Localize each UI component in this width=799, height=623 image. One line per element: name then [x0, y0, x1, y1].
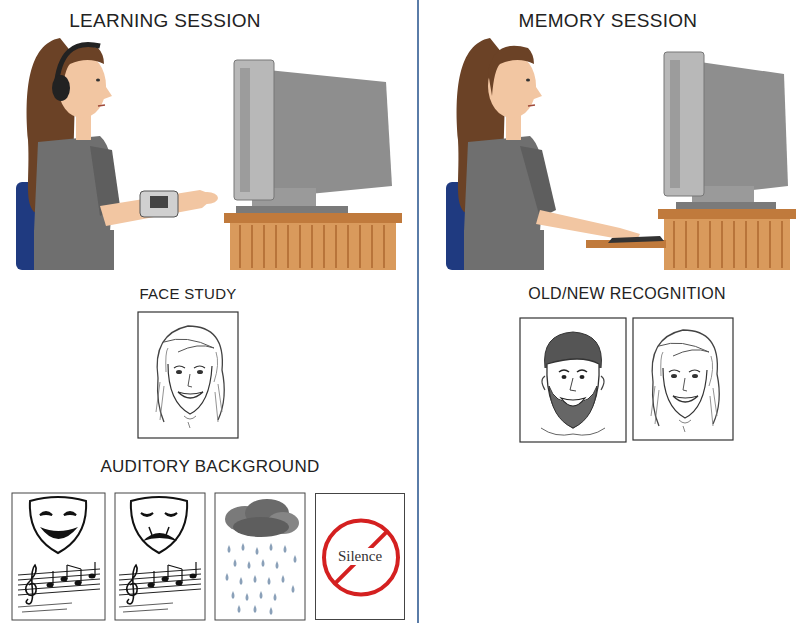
rain-icon — [270, 543, 273, 551]
learning-scene — [140, 191, 178, 217]
rain-icon — [233, 517, 289, 537]
panel-heading: MEMORY SESSION — [519, 10, 698, 32]
memory-scene — [658, 209, 796, 219]
sad-music-icon — [115, 493, 205, 620]
happy-music-icon — [30, 497, 86, 553]
happy-music-icon — [18, 562, 100, 612]
happy-music-icon — [40, 527, 78, 539]
rain-icon — [254, 575, 257, 583]
rain-icon — [268, 577, 271, 585]
rain-icon — [284, 545, 287, 553]
rain-icon — [270, 607, 273, 615]
learning-scene — [34, 230, 114, 270]
rain-icon — [262, 559, 265, 567]
no-sign-ring — [324, 521, 398, 595]
rain-icon — [292, 585, 295, 593]
learning-scene — [224, 213, 402, 223]
rain-icon — [226, 543, 297, 615]
rain-icon — [246, 593, 249, 601]
figure-illustration — [541, 332, 605, 435]
memory-scene — [670, 60, 680, 188]
learning-scene — [240, 225, 384, 268]
rain-icon — [248, 561, 251, 569]
memory-scene — [446, 38, 796, 270]
memory-scene — [520, 146, 556, 218]
memory-scene — [536, 210, 640, 242]
learning-scene — [196, 192, 218, 204]
memory-scene — [457, 38, 543, 232]
rain-icon — [276, 561, 279, 569]
section-label: AUDITORY BACKGROUND — [100, 457, 319, 477]
section-label: OLD/NEW RECOGNITION — [528, 285, 726, 303]
rain-icon — [228, 545, 231, 553]
learning-scene — [236, 206, 348, 214]
node-text: Silence — [336, 548, 384, 565]
memory-scene — [464, 230, 544, 270]
rain-icon — [232, 591, 235, 599]
rain-icon — [234, 559, 237, 567]
sad-music-icon — [115, 493, 205, 620]
rain-icon — [282, 575, 285, 583]
sad-music-icon — [131, 497, 187, 553]
learning-scene — [52, 75, 70, 101]
memory-scene — [664, 52, 704, 196]
rain-icon — [274, 593, 277, 601]
memory-scene — [676, 202, 776, 210]
rain-icon — [238, 605, 241, 613]
rain-icon — [260, 591, 263, 599]
rain-icon — [256, 547, 259, 555]
rain-icon — [215, 493, 305, 620]
sad-music-icon — [119, 562, 201, 612]
face-frame — [520, 318, 626, 442]
learning-scene — [240, 68, 250, 192]
silence-box: Silence — [315, 493, 405, 620]
learning-scene — [230, 223, 396, 270]
learning-scene — [150, 196, 168, 208]
memory-scene — [674, 221, 782, 268]
panel-heading: LEARNING SESSION — [69, 10, 261, 32]
learning-scene — [16, 38, 402, 270]
figure-illustration — [651, 330, 719, 432]
sad-music-icon — [143, 533, 177, 541]
memory-scene — [664, 219, 790, 270]
figure-illustration — [156, 326, 224, 428]
section-label: FACE STUDY — [139, 285, 236, 302]
rain-icon — [215, 493, 305, 620]
no-sign-slash — [335, 531, 387, 583]
rain-icon — [226, 573, 229, 581]
sad-music-icon — [141, 513, 177, 516]
face-frame — [633, 318, 733, 440]
rain-icon — [254, 605, 257, 613]
memory-scene — [700, 62, 788, 196]
learning-scene — [234, 60, 274, 200]
rain-icon — [242, 543, 245, 551]
rain-icon — [240, 577, 243, 585]
learning-scene — [268, 70, 392, 198]
memory-scene — [608, 236, 664, 243]
face-frame — [138, 312, 238, 438]
happy-music-icon — [12, 493, 105, 620]
panel-divider — [417, 0, 419, 623]
rain-icon — [294, 555, 297, 563]
happy-music-icon — [12, 493, 105, 620]
happy-music-icon — [40, 512, 76, 515]
